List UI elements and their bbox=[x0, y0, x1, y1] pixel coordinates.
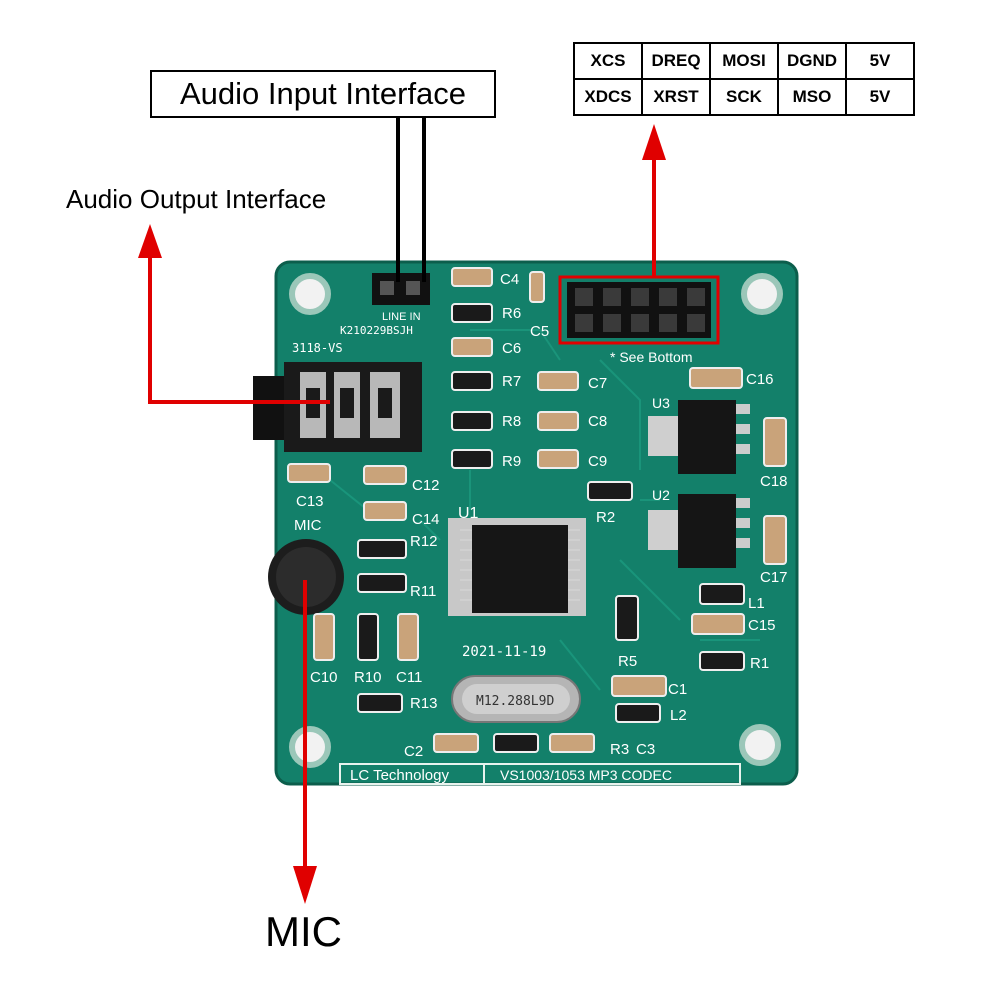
c5-silk: C5 bbox=[530, 323, 549, 340]
line-in-header bbox=[372, 273, 430, 305]
mic-label: MIC bbox=[265, 908, 342, 955]
crystal bbox=[451, 675, 581, 723]
pin-cell: 5V bbox=[845, 42, 915, 80]
board-code-silk: K210229BSJH bbox=[340, 324, 413, 337]
arrow-audio-output bbox=[138, 224, 330, 404]
c10-silk: C10 bbox=[310, 669, 338, 686]
component-labels: C4 R6 C5 C6 R7 C7 R8 C8 R9 C9 C13 C12 C1… bbox=[296, 271, 788, 760]
c2-silk: C2 bbox=[404, 743, 423, 760]
c6-silk: C6 bbox=[502, 340, 521, 357]
arrow-pin-header bbox=[642, 124, 666, 277]
c17-silk: C17 bbox=[760, 569, 788, 586]
c16-silk: C16 bbox=[746, 371, 774, 388]
pin-cell: MSO bbox=[777, 78, 847, 116]
jack-model-silk: 3118-VS bbox=[292, 341, 343, 355]
r11-silk: R11 bbox=[410, 583, 436, 600]
pin-cell: XCS bbox=[573, 42, 643, 80]
r9-silk: R9 bbox=[502, 453, 521, 470]
c15-silk: C15 bbox=[748, 617, 776, 634]
pin-table-row: XDCS XRST SCK MSO 5V bbox=[573, 78, 915, 116]
mounting-holes bbox=[289, 273, 783, 768]
r1-silk: R1 bbox=[750, 655, 769, 672]
audio-jack bbox=[253, 362, 422, 452]
pin-table-row: XCS DREQ MOSI DGND 5V bbox=[573, 42, 915, 80]
pin-header-highlight bbox=[558, 275, 720, 345]
pin-cell: 5V bbox=[845, 78, 915, 116]
pin-cell: DGND bbox=[777, 42, 847, 80]
audio-input-label: Audio Input Interface bbox=[150, 70, 496, 118]
c13-silk: C13 bbox=[296, 493, 324, 510]
c7-silk: C7 bbox=[588, 375, 607, 392]
r3-silk: R3 bbox=[610, 741, 629, 758]
r10-silk: R10 bbox=[354, 669, 382, 686]
pin-cell: DREQ bbox=[641, 42, 711, 80]
regulator-u3 bbox=[648, 400, 750, 474]
r5-silk: R5 bbox=[618, 653, 637, 670]
arrow-mic bbox=[293, 580, 317, 904]
mic-silk: MIC bbox=[294, 517, 322, 534]
c12-silk: C12 bbox=[412, 477, 440, 494]
r6-silk: R6 bbox=[502, 305, 521, 322]
u1-chip bbox=[448, 518, 586, 616]
u1-silk: U1 bbox=[458, 505, 479, 522]
c11-silk: C11 bbox=[396, 669, 422, 686]
c18-silk: C18 bbox=[760, 473, 788, 490]
pin-header-10 bbox=[567, 282, 711, 338]
r8-silk: R8 bbox=[502, 413, 521, 430]
pin-table: XCS DREQ MOSI DGND 5V XDCS XRST SCK MSO … bbox=[573, 42, 915, 116]
microphone bbox=[268, 539, 344, 615]
pcb-traces bbox=[329, 329, 760, 691]
pin-cell: SCK bbox=[709, 78, 779, 116]
maker-silk: LC Technology bbox=[350, 767, 449, 784]
l2-silk: L2 bbox=[670, 707, 687, 724]
c3-silk: C3 bbox=[636, 741, 655, 758]
audio-output-label: Audio Output Interface bbox=[66, 184, 327, 214]
pin-cell: MOSI bbox=[709, 42, 779, 80]
r13-silk: R13 bbox=[410, 695, 438, 712]
l1-silk: L1 bbox=[748, 595, 765, 612]
smd-components bbox=[287, 267, 787, 753]
see-bottom-silk: * See Bottom bbox=[610, 349, 693, 365]
model-silk: VS1003/1053 MP3 CODEC bbox=[500, 767, 672, 783]
c1-silk: C1 bbox=[668, 681, 687, 698]
r12-silk: R12 bbox=[410, 533, 438, 550]
c4-silk: C4 bbox=[500, 271, 519, 288]
u2-silk: U2 bbox=[652, 487, 670, 503]
r2-silk: R2 bbox=[596, 509, 615, 526]
r7-silk: R7 bbox=[502, 373, 521, 390]
line-in-wires bbox=[396, 118, 426, 282]
crystal-silk: M12.288L9D bbox=[476, 694, 554, 709]
line-in-silk: LINE IN bbox=[382, 311, 421, 323]
c14-silk: C14 bbox=[412, 511, 440, 528]
c9-silk: C9 bbox=[588, 453, 607, 470]
maker-box bbox=[339, 763, 741, 785]
u3-silk: U3 bbox=[652, 395, 670, 411]
pin-cell: XRST bbox=[641, 78, 711, 116]
regulator-u2 bbox=[648, 494, 750, 568]
pin-cell: XDCS bbox=[573, 78, 643, 116]
date-silk: 2021-11-19 bbox=[462, 644, 546, 660]
c8-silk: C8 bbox=[588, 413, 607, 430]
